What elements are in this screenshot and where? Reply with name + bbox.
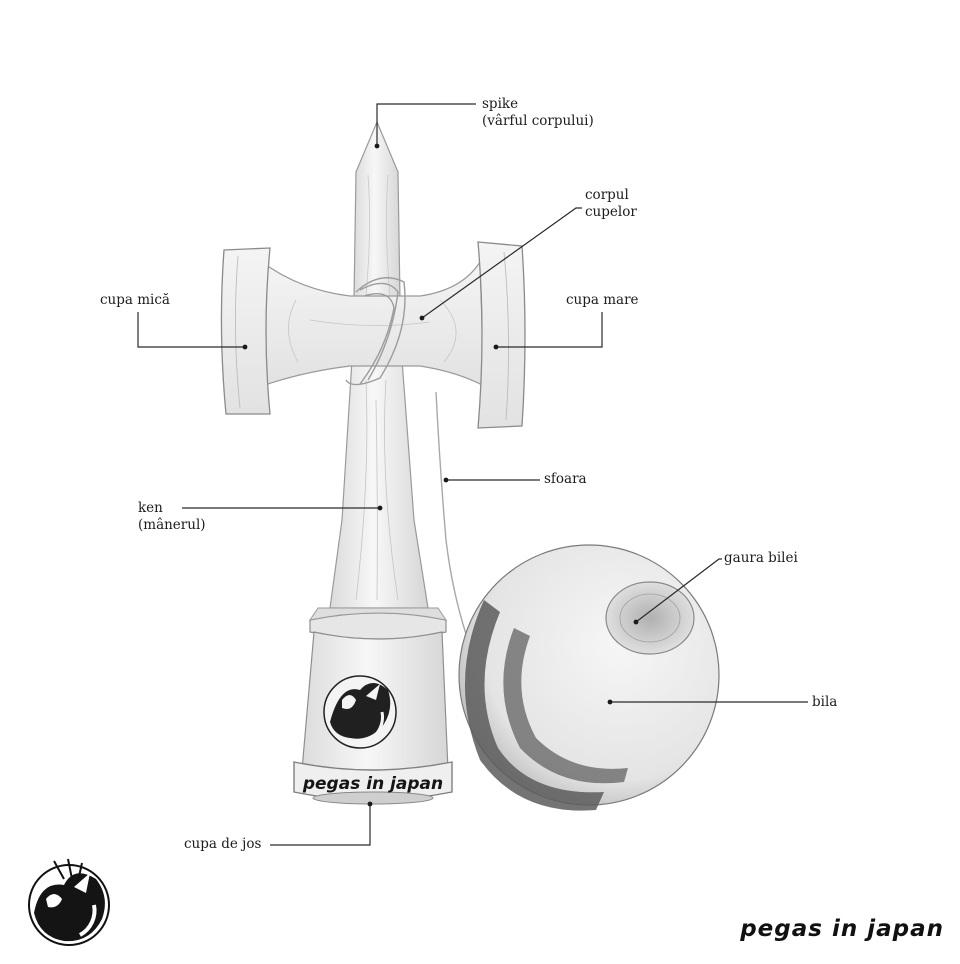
leader-spike bbox=[376, 103, 476, 146]
handle-grain bbox=[355, 379, 399, 601]
label-corpul: corpul cupelor bbox=[585, 187, 637, 221]
string bbox=[435, 391, 467, 635]
label-gaura-bilei: gaura bilei bbox=[724, 550, 798, 566]
leader-cupa-mare bbox=[496, 312, 603, 348]
small-cup bbox=[220, 247, 271, 415]
label-spike-line1: spike bbox=[482, 96, 519, 112]
label-corpul-line2: cupelor bbox=[585, 204, 637, 220]
ken-handle bbox=[329, 359, 429, 609]
label-ken: ken (mânerul) bbox=[138, 500, 206, 534]
label-cupa-de-jos: cupa de jos bbox=[184, 836, 262, 852]
string-wrap bbox=[345, 277, 406, 386]
footer-brand-text: pegas in japan bbox=[740, 916, 944, 942]
leader-gaura bbox=[635, 558, 722, 623]
samurai-seal-small bbox=[323, 675, 397, 749]
ball bbox=[458, 544, 720, 811]
label-sfoara: sfoara bbox=[544, 471, 587, 487]
kendama bbox=[220, 120, 526, 805]
ball-stripe-outer bbox=[464, 600, 604, 811]
label-bila: bila bbox=[812, 694, 838, 710]
spike bbox=[353, 120, 401, 301]
product-logo-text: pegas in japan bbox=[302, 774, 443, 794]
big-cup bbox=[477, 241, 526, 429]
label-ken-line1: ken bbox=[138, 500, 163, 516]
label-spike-line2: (vârful corpului) bbox=[482, 113, 594, 129]
samurai-seal-logo bbox=[28, 858, 110, 946]
label-cupa-mare: cupa mare bbox=[566, 292, 639, 308]
ball-hole bbox=[605, 581, 695, 655]
leader-lines bbox=[137, 103, 808, 846]
label-spike: spike (vârful corpului) bbox=[482, 96, 594, 130]
label-ken-line2: (mânerul) bbox=[138, 517, 206, 533]
leader-cupa-de-jos bbox=[270, 804, 371, 846]
leader-cupa-mica bbox=[137, 312, 245, 348]
ball-stripe-inner bbox=[503, 628, 628, 784]
leader-corpul bbox=[421, 207, 582, 319]
label-cupa-mica: cupa mică bbox=[100, 292, 170, 308]
label-corpul-line1: corpul bbox=[585, 187, 629, 203]
leader-dots bbox=[242, 143, 639, 807]
